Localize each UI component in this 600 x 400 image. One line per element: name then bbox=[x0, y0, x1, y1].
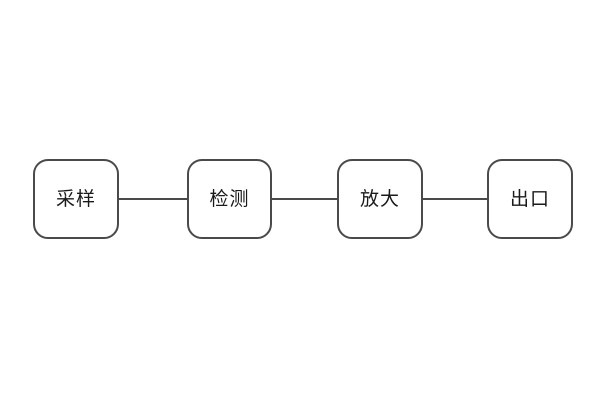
flow-node-output-label: 出口 bbox=[509, 188, 550, 210]
flow-node-amplification: 放大 bbox=[337, 159, 423, 239]
flow-node-detection: 检测 bbox=[187, 159, 272, 239]
flow-node-detection-label: 检测 bbox=[209, 188, 250, 210]
connector-detection-amplification bbox=[272, 198, 337, 200]
flow-node-amplification-label: 放大 bbox=[359, 188, 400, 210]
flow-node-sampling-label: 采样 bbox=[55, 188, 96, 210]
connector-sampling-detection bbox=[119, 198, 187, 200]
connector-amplification-output bbox=[423, 198, 487, 200]
flow-node-output: 出口 bbox=[487, 159, 573, 239]
flow-node-sampling: 采样 bbox=[33, 159, 119, 239]
